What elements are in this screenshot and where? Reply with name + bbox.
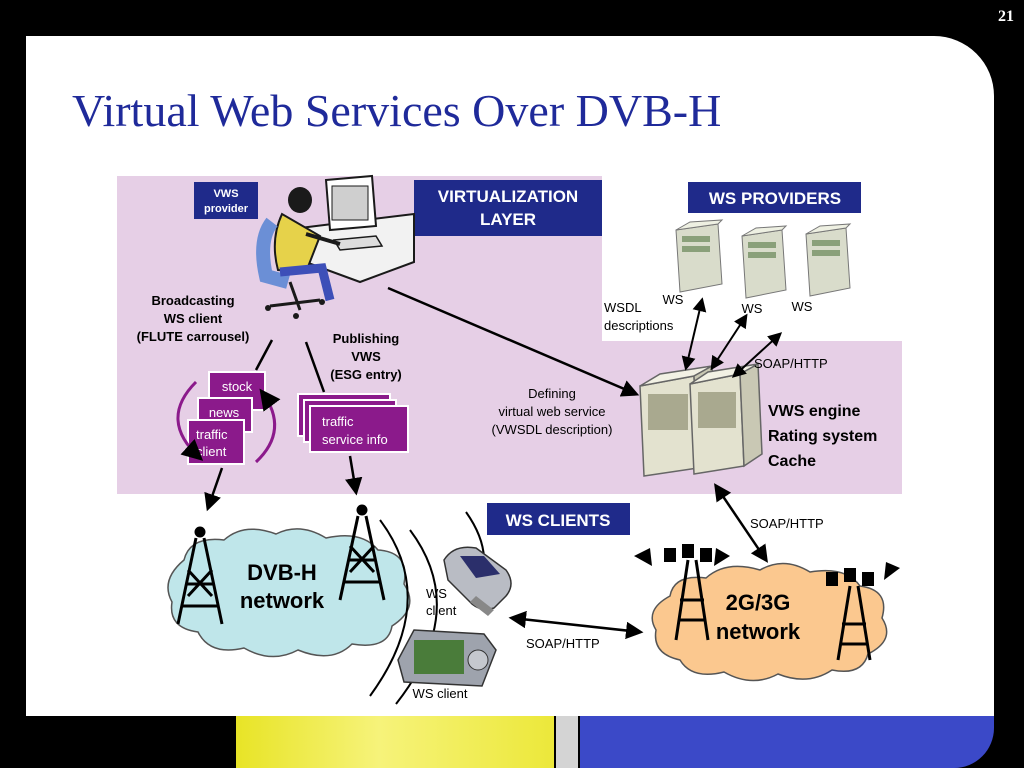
defining-line-2: virtual web service bbox=[499, 404, 606, 419]
soap-http-label-bottom: SOAP/HTTP bbox=[526, 636, 600, 651]
footer-decoration-blue bbox=[580, 716, 994, 768]
dvbh-label-1: DVB-H bbox=[247, 560, 317, 585]
footer-decoration-yellow bbox=[236, 716, 554, 768]
broadcasting-line-2: WS client bbox=[164, 311, 223, 326]
card-stock-label: stock bbox=[222, 379, 253, 394]
broadcasting-line-1: Broadcasting bbox=[151, 293, 234, 308]
server-icon bbox=[675, 219, 724, 293]
g3-label-1: 2G/3G bbox=[726, 590, 791, 615]
ws-providers-label: WS PROVIDERS bbox=[709, 189, 841, 208]
card-traffic-info-label-1: traffic bbox=[322, 414, 354, 429]
server-icon bbox=[741, 225, 788, 299]
cell-tower-icon bbox=[826, 562, 900, 661]
line-provider-to-cards-right bbox=[304, 341, 326, 393]
ws-client-pda-label: WS client bbox=[413, 686, 468, 701]
vws-provider-box bbox=[194, 182, 258, 219]
arrow-engine-to-3g bbox=[714, 483, 768, 563]
arrow-engine-ws3 bbox=[731, 332, 783, 378]
soap-http-label-mid: SOAP/HTTP bbox=[750, 516, 824, 531]
defining-line-1: Defining bbox=[528, 386, 576, 401]
g3-label-2: network bbox=[716, 619, 801, 644]
dvbh-label-2: network bbox=[240, 588, 325, 613]
pda-icon bbox=[397, 629, 497, 687]
antenna-tower-icon bbox=[338, 504, 386, 601]
cell-tower-icon bbox=[634, 544, 730, 641]
vws-engine-server-icon bbox=[639, 362, 763, 477]
vws-provider-label-1: VWS bbox=[213, 188, 238, 200]
virtualization-layer-label-2: LAYER bbox=[480, 210, 536, 229]
soap-http-label-top: SOAP/HTTP bbox=[754, 356, 828, 371]
ws-clients-box bbox=[487, 503, 630, 535]
engine-line-2: Rating system bbox=[768, 428, 877, 445]
ws-label-2: WS bbox=[742, 301, 763, 316]
ws-client-phone-label-1: WS bbox=[426, 586, 447, 601]
arrow-client-to-3g bbox=[508, 610, 644, 640]
line-provider-to-cards-left bbox=[254, 339, 274, 371]
arrow-provider-to-engine bbox=[387, 286, 640, 397]
card-client-label: client bbox=[196, 444, 227, 459]
publishing-line-2: VWS bbox=[351, 349, 381, 364]
broadcast-cards: stock news traffic client bbox=[176, 371, 281, 465]
footer-decoration-gray bbox=[556, 716, 578, 768]
person-at-computer-icon bbox=[256, 174, 415, 319]
antenna-tower-icon bbox=[176, 526, 224, 625]
arrow-engine-ws1 bbox=[681, 297, 707, 371]
virtualization-layer-box bbox=[414, 180, 602, 236]
vws-provider-label-2: provider bbox=[204, 203, 249, 215]
broadcasting-line-3: (FLUTE carrousel) bbox=[137, 329, 250, 344]
arrow-cards-to-dvbh-left bbox=[204, 467, 224, 512]
engine-line-1: VWS engine bbox=[768, 403, 861, 420]
ws-providers-box bbox=[688, 182, 861, 213]
defining-line-3: (VWSDL description) bbox=[492, 422, 613, 437]
ws-label-3: WS bbox=[792, 299, 813, 314]
mobile-phone-icon bbox=[443, 546, 512, 616]
wsdl-label-1: WSDL bbox=[604, 300, 642, 315]
publishing-line-3: (ESG entry) bbox=[330, 367, 402, 382]
published-cards: traffic service info bbox=[297, 393, 409, 453]
slide-title: Virtual Web Services Over DVB-H bbox=[72, 85, 722, 136]
card-traffic-info-label-2: service info bbox=[322, 432, 388, 447]
ws-client-phone-label-2: client bbox=[426, 603, 457, 618]
wsdl-label-2: descriptions bbox=[604, 318, 674, 333]
virtualization-layer-label-1: VIRTUALIZATION bbox=[438, 187, 578, 206]
card-news-label: news bbox=[209, 405, 240, 420]
publishing-line-1: Publishing bbox=[333, 331, 400, 346]
page-number: 21 bbox=[998, 8, 1014, 25]
server-icon bbox=[805, 223, 852, 297]
arrow-engine-ws2 bbox=[710, 313, 748, 371]
ws-clients-label: WS CLIENTS bbox=[506, 511, 611, 530]
ws-label-1: WS bbox=[663, 292, 684, 307]
card-traffic-label: traffic bbox=[196, 427, 228, 442]
engine-line-3: Cache bbox=[768, 453, 816, 470]
arrow-cards-to-dvbh-right bbox=[345, 455, 363, 496]
